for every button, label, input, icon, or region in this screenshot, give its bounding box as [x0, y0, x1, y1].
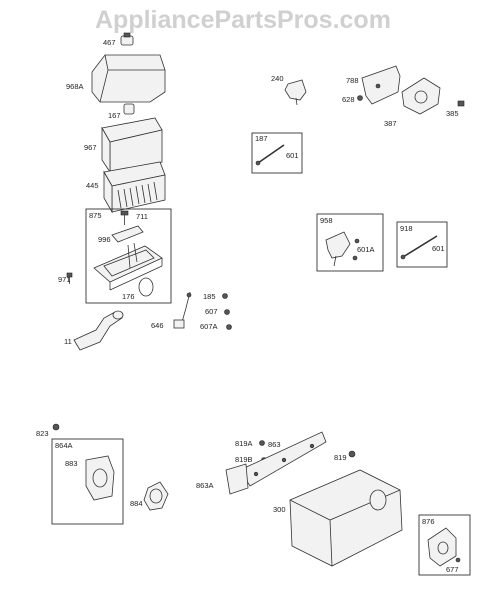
- part-968A-cover[interactable]: [91, 54, 166, 103]
- label-967: 967: [84, 143, 97, 152]
- part-876-deflector[interactable]: [427, 527, 461, 567]
- part-863-heat-shield[interactable]: [239, 431, 327, 487]
- label-996: 996: [98, 235, 111, 244]
- label-958: 958: [320, 216, 333, 225]
- label-607A: 607A: [200, 322, 218, 331]
- part-11-breather-tube[interactable]: [73, 310, 124, 351]
- part-918-fuel-line[interactable]: [400, 235, 438, 260]
- group-box-876: [418, 514, 471, 576]
- label-884: 884: [130, 499, 143, 508]
- part-711-screw[interactable]: [120, 210, 129, 225]
- label-185: 185: [203, 292, 216, 301]
- watermark: AppliancePartsPros.com: [95, 6, 391, 34]
- part-967-precleaner[interactable]: [101, 117, 163, 174]
- part-996-gasket[interactable]: [111, 225, 144, 243]
- part-187-fuel-line[interactable]: [255, 144, 285, 166]
- part-185-screw[interactable]: [222, 293, 228, 299]
- label-300: 300: [273, 505, 286, 514]
- part-788-bracket[interactable]: [361, 65, 401, 105]
- part-467-knob[interactable]: [120, 32, 134, 46]
- label-819B: 819B: [235, 455, 253, 464]
- group-box-875: [85, 208, 172, 304]
- label-863: 863: [268, 440, 281, 449]
- part-607A-screw[interactable]: [226, 324, 232, 330]
- label-971: 971: [58, 275, 71, 284]
- label-863A: 863A: [196, 481, 214, 490]
- label-876: 876: [422, 517, 435, 526]
- label-883: 883: [65, 459, 78, 468]
- label-176: 176: [122, 292, 135, 301]
- part-628-screw[interactable]: [357, 95, 363, 101]
- part-971-screw[interactable]: [66, 272, 73, 284]
- label-677: 677: [446, 565, 459, 574]
- group-box-958: [316, 213, 384, 272]
- label-823: 823: [36, 429, 49, 438]
- label-601-a: 601: [286, 151, 299, 160]
- label-968A: 968A: [66, 82, 84, 91]
- group-box-864A: [51, 438, 124, 525]
- part-176-seal[interactable]: [138, 277, 154, 297]
- part-884-clamp[interactable]: [143, 481, 169, 511]
- label-628: 628: [342, 95, 355, 104]
- part-167-nut[interactable]: [123, 103, 135, 115]
- part-300-muffler[interactable]: [289, 469, 403, 567]
- label-11: 11: [64, 337, 72, 346]
- label-819A: 819A: [235, 439, 253, 448]
- label-711: 711: [136, 212, 148, 221]
- label-445: 445: [86, 181, 99, 190]
- part-883-flange[interactable]: [85, 455, 115, 501]
- label-819: 819: [334, 453, 347, 462]
- group-box-187: [251, 132, 303, 174]
- part-base-plate[interactable]: [93, 242, 163, 291]
- part-819-screw[interactable]: [348, 450, 356, 458]
- part-958-shutoff-valve[interactable]: [325, 231, 360, 267]
- label-387: 387: [384, 119, 397, 128]
- label-240: 240: [271, 74, 284, 83]
- part-823-screw[interactable]: [52, 423, 60, 431]
- part-646-link[interactable]: [173, 291, 192, 329]
- label-864A: 864A: [55, 441, 73, 450]
- part-387-governor[interactable]: [401, 77, 441, 115]
- label-467: 467: [103, 38, 116, 47]
- label-187: 187: [255, 134, 268, 143]
- part-607-screw[interactable]: [224, 309, 230, 315]
- label-875: 875: [89, 211, 102, 220]
- label-646: 646: [151, 321, 164, 330]
- part-445-filter[interactable]: [103, 161, 166, 214]
- group-box-918: [396, 221, 448, 268]
- label-918: 918: [400, 224, 413, 233]
- part-863A-bracket[interactable]: [225, 463, 249, 495]
- label-607: 607: [205, 307, 218, 316]
- label-385: 385: [446, 109, 459, 118]
- label-788: 788: [346, 76, 359, 85]
- label-167: 167: [108, 111, 121, 120]
- label-601-b: 601: [432, 244, 445, 253]
- part-385-screw[interactable]: [457, 100, 465, 107]
- part-819A-screw[interactable]: [259, 440, 265, 446]
- label-601A: 601A: [357, 245, 375, 254]
- part-240-solenoid[interactable]: [284, 79, 307, 106]
